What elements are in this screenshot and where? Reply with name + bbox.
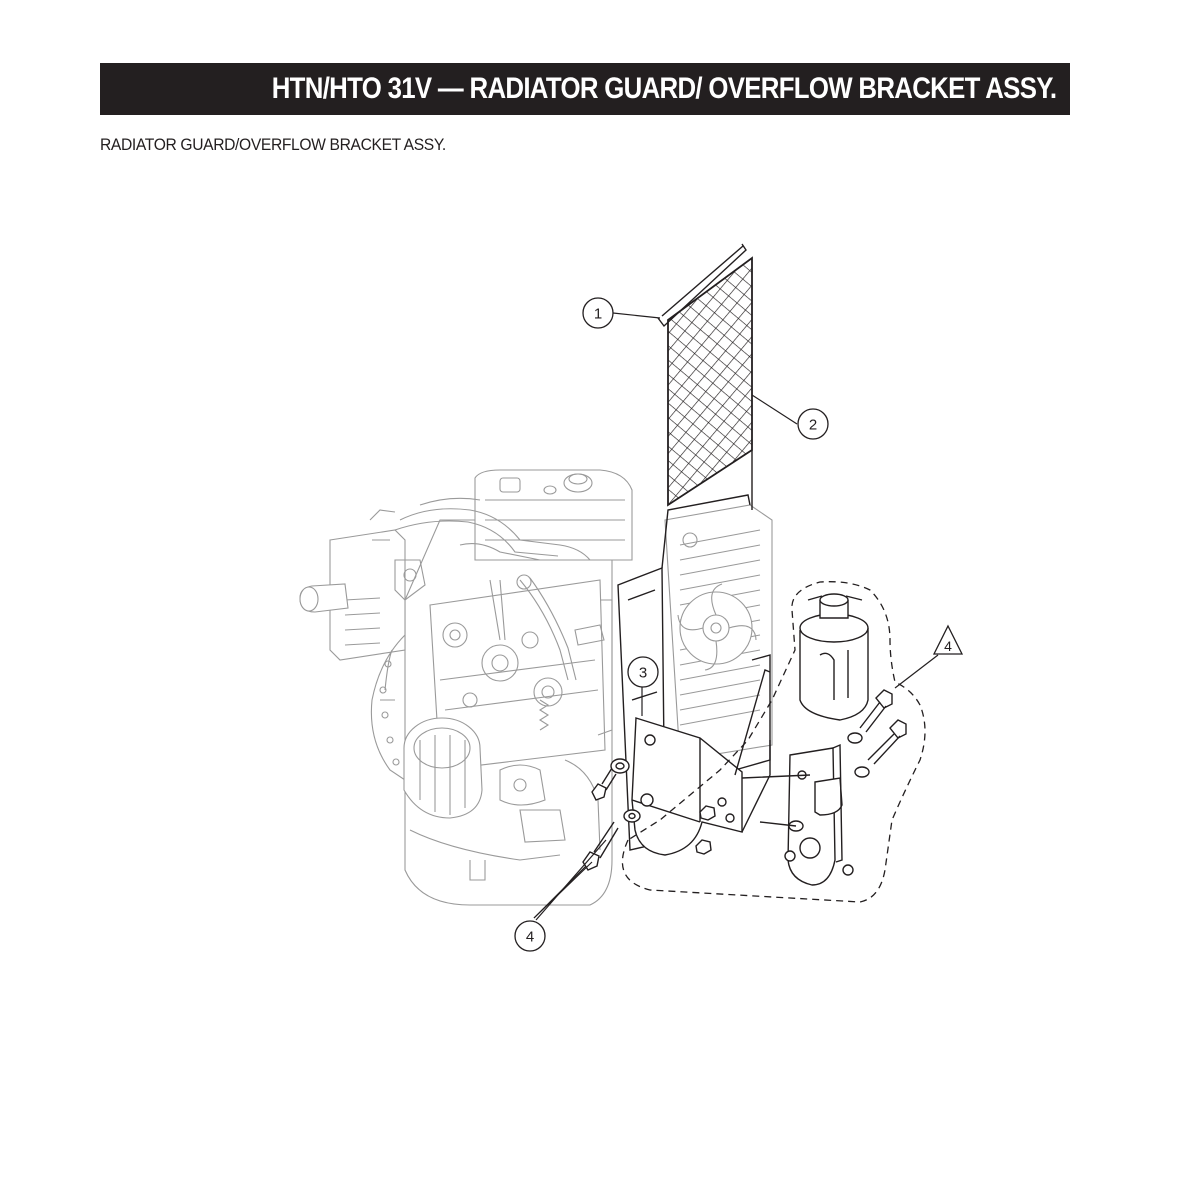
hardware-bolts [582, 689, 907, 871]
svg-text:3: 3 [639, 665, 647, 682]
radiator-guard-mesh [667, 256, 753, 510]
callout-1: 1 [582, 297, 614, 329]
callout-3: 3 [627, 656, 659, 688]
callout-4-triangle: 4 [932, 624, 964, 655]
page-subtitle: RADIATOR GUARD/OVERFLOW BRACKET ASSY. [100, 135, 446, 154]
callout-2: 2 [797, 408, 829, 440]
leader-2 [751, 394, 798, 425]
guard-top-strip [657, 243, 747, 328]
page-title: HTN/HTO 31V — RADIATOR GUARD/ OVERFLOW B… [271, 72, 1056, 105]
leader-1 [612, 312, 661, 319]
svg-text:4: 4 [526, 929, 534, 946]
radiator-bracket [631, 669, 771, 856]
title-bar: HTN/HTO 31V — RADIATOR GUARD/ OVERFLOW B… [100, 63, 1070, 115]
svg-text:2: 2 [809, 417, 817, 434]
svg-text:1: 1 [594, 306, 602, 323]
kit-boundary-dashed [621, 581, 926, 903]
overflow-bracket [784, 743, 854, 886]
leader-4-triangle [894, 654, 939, 689]
callout-4-circle: 4 [514, 920, 546, 952]
svg-text:4: 4 [944, 638, 952, 654]
engine-drawing [299, 469, 633, 906]
overflow-tank [799, 593, 869, 721]
leader-4-circle-c [535, 839, 607, 921]
